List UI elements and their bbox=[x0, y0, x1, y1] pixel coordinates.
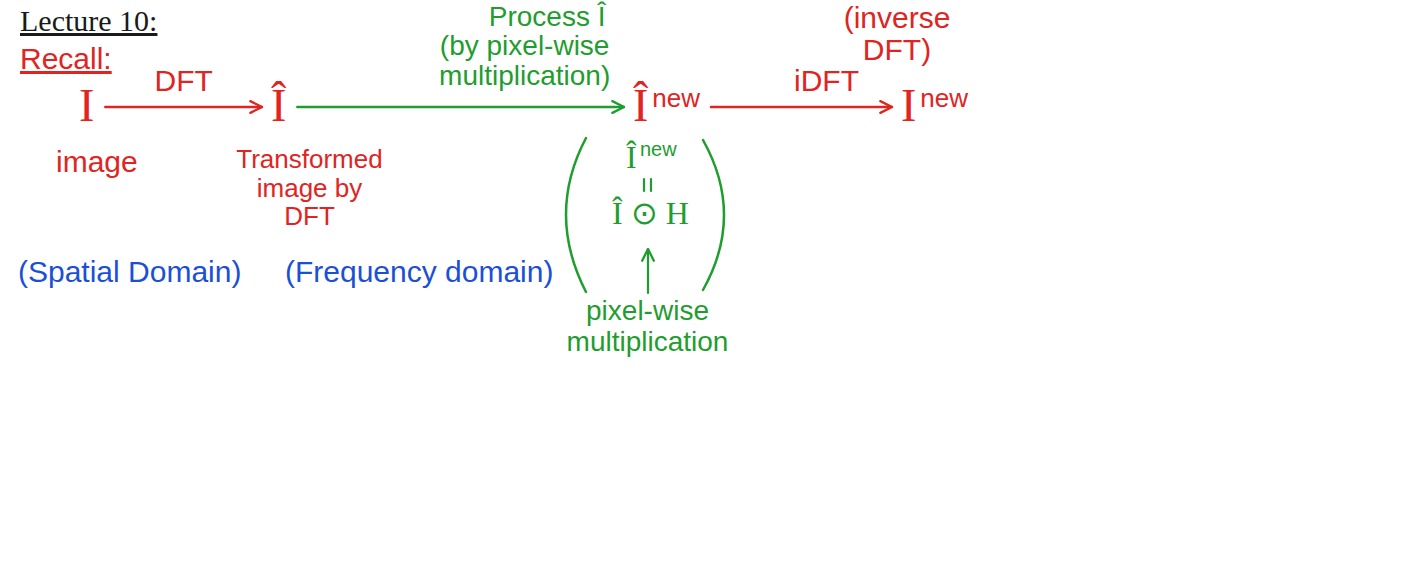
operation-note: (inverse DFT) bbox=[822, 2, 972, 65]
domain-caption: Transformed image by DFT bbox=[232, 145, 387, 231]
image-symbol: Î bbox=[271, 80, 286, 131]
math-symbol-node: Inew bbox=[898, 80, 971, 133]
image-symbol: Î bbox=[633, 80, 648, 131]
math-symbol-node: Î bbox=[268, 80, 289, 133]
domain-note: (Frequency domain) bbox=[285, 255, 553, 288]
formula-superscript: new bbox=[640, 138, 677, 160]
arrow-label: Process Î (by pixel-wise multiplication) bbox=[427, 2, 622, 90]
domain-note: (Spatial Domain) bbox=[18, 255, 241, 288]
formula-expression: Î ⊙ H bbox=[612, 196, 689, 231]
math-symbol-node: I bbox=[76, 80, 97, 133]
superscript-label: new bbox=[652, 83, 700, 113]
superscript-label: new bbox=[920, 83, 968, 113]
flow-arrow bbox=[297, 106, 624, 109]
arrow-label: DFT bbox=[155, 64, 213, 97]
equals-sign bbox=[644, 179, 651, 191]
image-symbol: I bbox=[79, 80, 94, 131]
left-parenthesis bbox=[566, 138, 586, 292]
math-symbol-node: Înew bbox=[630, 80, 703, 133]
domain-caption: image bbox=[56, 145, 138, 178]
pointer-arrow bbox=[647, 249, 649, 293]
formula-note: pixel-wise multiplication bbox=[560, 296, 735, 358]
flow-arrow bbox=[711, 106, 892, 109]
formula-symbol: Î bbox=[626, 140, 637, 175]
image-symbol: I bbox=[901, 80, 916, 131]
lecture-title: Lecture 10: bbox=[20, 4, 157, 37]
arrow-label: iDFT bbox=[794, 64, 859, 97]
right-parenthesis bbox=[703, 140, 724, 290]
recall-heading: Recall: bbox=[20, 42, 112, 75]
flow-arrow bbox=[105, 106, 262, 109]
